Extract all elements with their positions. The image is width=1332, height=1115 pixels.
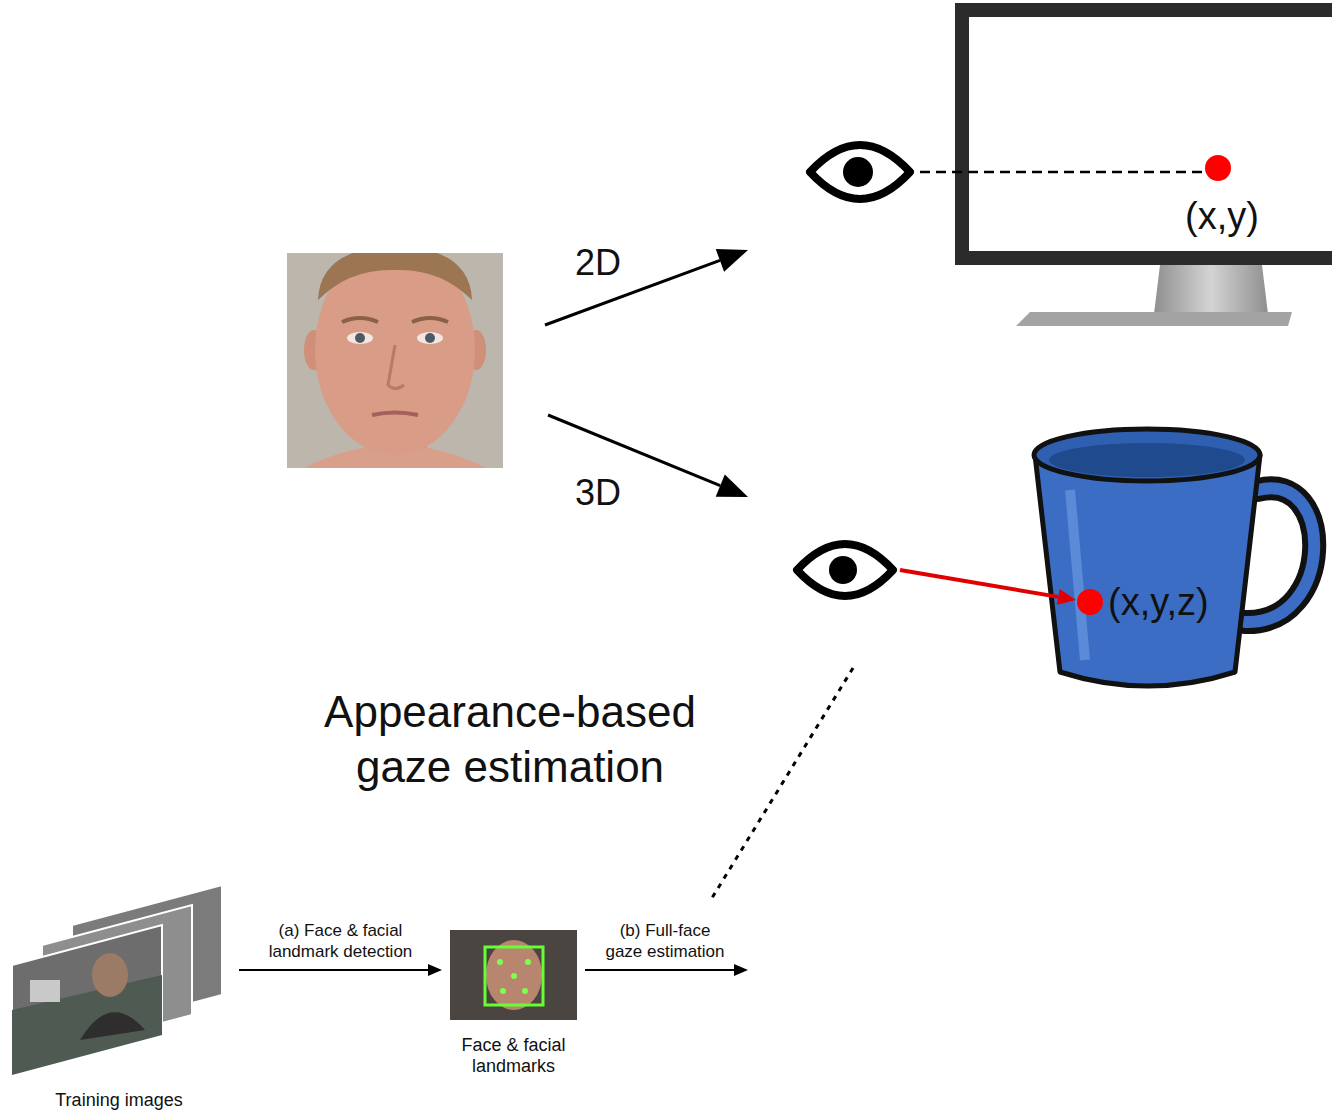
landmark [522, 988, 528, 994]
monitor-stand [1154, 265, 1268, 314]
arrow-head [1057, 589, 1076, 605]
face-crop-image [450, 930, 577, 1020]
nose [388, 345, 404, 389]
monitor-base [1016, 312, 1292, 326]
arrow-head [716, 475, 748, 498]
arrow-head [734, 964, 748, 976]
node-text: Face & facial landmarks [445, 1035, 582, 1078]
arrow-head [428, 964, 442, 976]
arrow-line [585, 969, 736, 971]
eye [347, 332, 373, 344]
mouth [372, 413, 418, 416]
gaze-point [1077, 589, 1103, 615]
eye [417, 332, 443, 344]
node-text: (x,y) [1185, 194, 1259, 240]
mug-body [1035, 455, 1260, 686]
pupil [829, 556, 857, 584]
image-screen [30, 980, 60, 1002]
dimension-label: 2D [575, 240, 665, 285]
face [315, 253, 475, 455]
gaze-line [920, 171, 1203, 174]
mug-inside [1049, 443, 1245, 477]
arrow-head [716, 249, 748, 272]
eyebrow [342, 318, 378, 322]
face-crop: Face & facial landmarks [445, 926, 582, 1078]
crop-face [486, 940, 542, 1010]
gaze-arrow [900, 570, 1058, 597]
dotted-link [712, 668, 853, 898]
mug: (x,y,z) [1030, 428, 1330, 690]
mug-highlight [1070, 490, 1085, 660]
landmark [511, 973, 517, 979]
step-label: (b) Full-face gaze estimation [601, 920, 729, 963]
edge-label: (a) Face & facial landmark detection [251, 920, 431, 963]
gaze-point [1205, 155, 1231, 181]
connector [239, 964, 442, 976]
hair [318, 253, 472, 300]
monitor-screen: (x,y) [962, 10, 1332, 260]
method-title: Appearance-based gaze estimation [295, 684, 725, 794]
image-person [92, 953, 128, 997]
eye-icon [810, 145, 910, 199]
image-person [80, 1012, 145, 1040]
eyebrow [412, 318, 448, 322]
landmark [497, 959, 503, 965]
iris [425, 333, 435, 343]
pupil [843, 157, 873, 187]
training-image-stack [12, 885, 222, 1075]
node-text: (x,y,z) [1108, 580, 1209, 626]
dimension-label: 3D [575, 470, 665, 515]
landmark [500, 988, 506, 994]
crop-background [450, 930, 577, 1020]
monitor-frame [962, 10, 1332, 258]
eye-icon [797, 544, 893, 596]
face-photo [287, 253, 503, 468]
image-stack: Training images [4, 882, 234, 1112]
node-text: Training images [4, 1090, 234, 1112]
training-image [12, 925, 162, 1075]
connector-line [239, 969, 430, 971]
image-desk [12, 975, 162, 1075]
mug-rim [1034, 429, 1260, 481]
arrow-line [548, 415, 720, 486]
landmark [525, 959, 531, 965]
arrow-line [545, 260, 720, 325]
face-box [485, 947, 543, 1005]
iris [355, 333, 365, 343]
